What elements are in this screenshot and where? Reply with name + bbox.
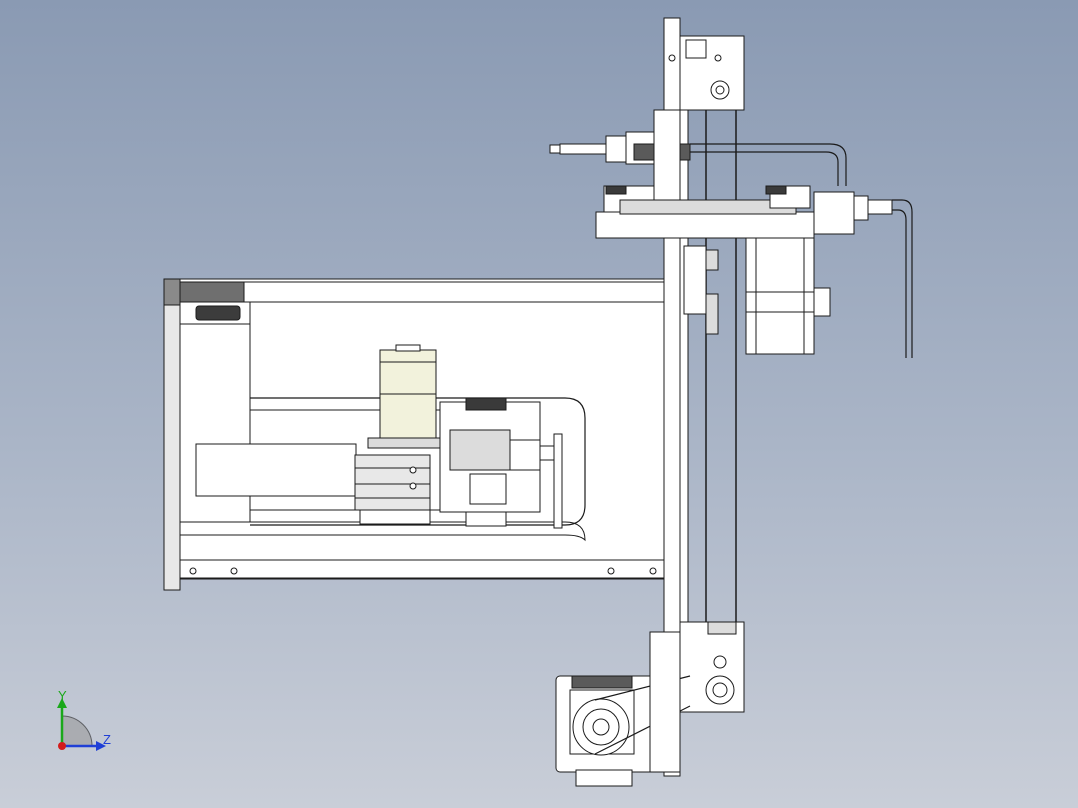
- base-left-end-plate: [163, 278, 181, 591]
- lower-bracket: [649, 631, 681, 773]
- z-axis-label: Z: [103, 732, 111, 747]
- base-top-rail: [243, 281, 665, 303]
- spindle-carriage: [354, 454, 431, 511]
- base-arm: [195, 443, 357, 497]
- spindle-motor-body: [379, 349, 437, 441]
- screw-icon: [409, 466, 417, 474]
- hose-upper: [690, 143, 847, 186]
- stepper-body: [745, 237, 815, 355]
- tool-nose: [509, 439, 541, 471]
- motor-foot: [575, 769, 633, 787]
- base-frame[interactable]: [163, 278, 667, 591]
- screw-end-block: [605, 135, 627, 163]
- base-end-cap: [163, 278, 181, 306]
- bolt-icon: [713, 655, 727, 669]
- y-axis-label: Y: [58, 688, 67, 703]
- spindle-mount: [367, 437, 449, 449]
- stepper-motor[interactable]: [745, 237, 831, 355]
- bolt-icon: [230, 567, 238, 575]
- cross-slide[interactable]: [549, 109, 913, 358]
- slot-frame: [250, 397, 586, 526]
- slide-bracket: [653, 109, 681, 201]
- tool-plate: [553, 433, 563, 529]
- bolt-icon: [189, 567, 197, 575]
- bolt-icon: [649, 567, 657, 575]
- screw-shaft: [559, 143, 607, 155]
- bolt-icon: [607, 567, 615, 575]
- triad-plane: [61, 715, 93, 747]
- stepper-connector: [813, 287, 831, 317]
- base-top-block: [179, 281, 245, 303]
- carriage-foot: [359, 509, 431, 525]
- screw-icon: [409, 482, 417, 490]
- tool-holder: [469, 473, 507, 505]
- tool-clamp: [449, 429, 511, 471]
- tool-tip: [539, 445, 555, 461]
- cross-slide-base: [595, 211, 815, 239]
- base-clamp-slot: [195, 305, 241, 321]
- pulley-drive[interactable]: [555, 631, 691, 787]
- fitting-block: [813, 191, 855, 235]
- hose-lower: [892, 199, 913, 358]
- base-bolts: [189, 567, 657, 575]
- origin-dot: [58, 742, 66, 750]
- top-block-tab: [685, 39, 707, 59]
- column-carriage: [683, 245, 707, 315]
- orientation-triad: Y Z: [57, 688, 111, 751]
- bolt-icon: [714, 54, 722, 62]
- spindle-cap: [395, 344, 421, 352]
- bolt-icon: [668, 54, 676, 62]
- column-guide: [679, 109, 689, 631]
- head-foot: [465, 511, 507, 527]
- spindle-assembly[interactable]: [354, 344, 563, 529]
- tool-head-top: [465, 397, 507, 411]
- motor-cap: [571, 675, 633, 689]
